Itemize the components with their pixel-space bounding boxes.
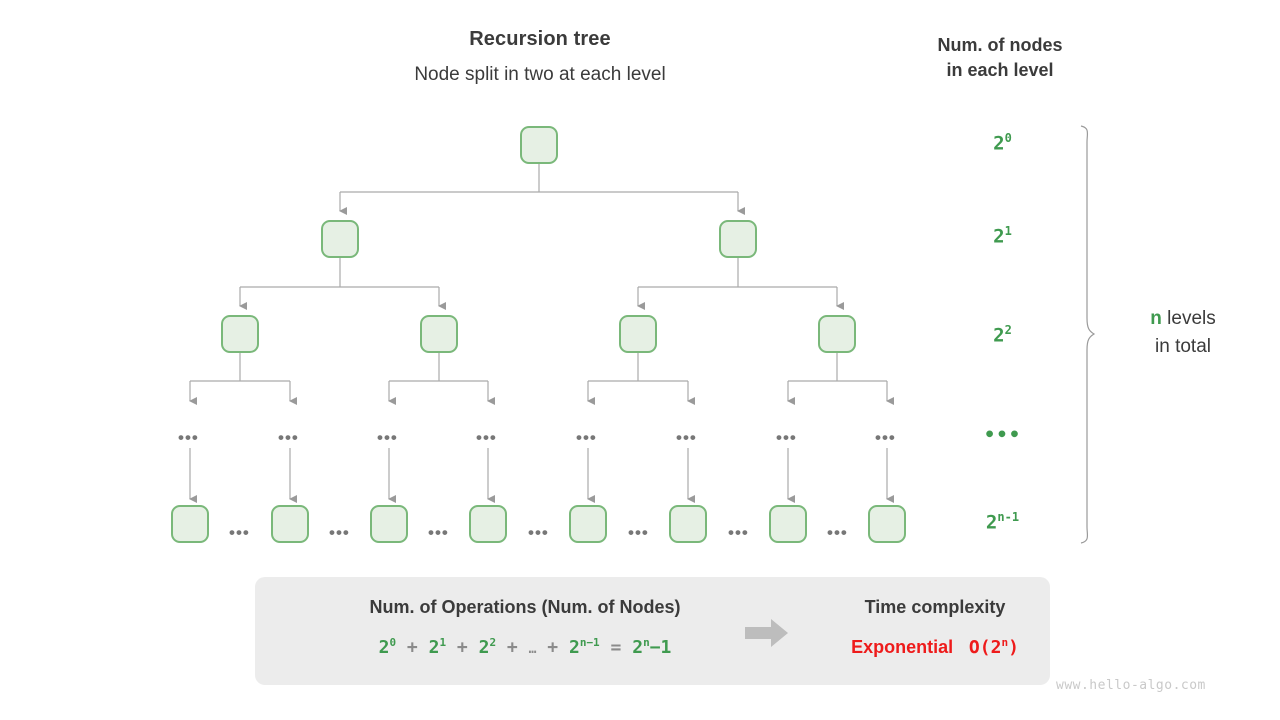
- summary-complexity-block: Time complexity Exponential O(2n): [835, 593, 1035, 660]
- formula-result: 2n−1: [632, 636, 672, 658]
- level-count-0-base: 2: [993, 132, 1005, 155]
- node-count-column-title: Num. of nodes in each level: [880, 33, 1120, 83]
- complexity-big-o: O(2n): [958, 636, 1019, 658]
- flow-arrow-icon: [745, 619, 788, 647]
- level-count-1: 21: [930, 224, 1075, 247]
- tree-node-leaf: [271, 505, 309, 543]
- tree-level3-ellipsis: •••: [377, 428, 398, 447]
- tree-level3-ellipsis: •••: [576, 428, 597, 447]
- formula-op-plus-2: +: [506, 637, 518, 658]
- total-levels-line2: in total: [1155, 336, 1211, 357]
- tree-level3-ellipsis: •••: [178, 428, 199, 447]
- node-count-column-title-line2: in each level: [946, 60, 1054, 80]
- tree-node-leaf: [171, 505, 209, 543]
- level-count-2-base: 2: [993, 324, 1005, 347]
- tree-node: [221, 315, 259, 353]
- tree-node-leaf: [370, 505, 408, 543]
- formula-term-2: 22: [478, 636, 497, 658]
- level-count-0: 20: [930, 131, 1075, 154]
- formula-term-1: 21: [428, 636, 447, 658]
- page-subtitle: Node split in two at each level: [414, 64, 666, 85]
- total-levels-line1: n levels: [1108, 305, 1258, 333]
- total-levels-word: levels: [1167, 308, 1216, 329]
- level-count-ellipsis: •••: [983, 424, 1022, 446]
- level-count-2: 22: [930, 323, 1075, 346]
- summary-formula: 20 + 21 + 22 + … + 2n−1 = 2n−1: [275, 631, 775, 662]
- tree-node: [420, 315, 458, 353]
- level-count-0-exponent: 0: [1004, 131, 1012, 145]
- tree-node-leaf: [669, 505, 707, 543]
- leaf-gap-ellipsis: •••: [728, 523, 749, 542]
- formula-ellipsis: …: [528, 642, 537, 657]
- leaf-gap-ellipsis: •••: [428, 523, 449, 542]
- tree-level3-ellipsis: •••: [776, 428, 797, 447]
- level-count-last-exponent: n-1: [997, 510, 1020, 524]
- levels-brace: [1080, 125, 1096, 544]
- tree-node-leaf: [868, 505, 906, 543]
- level-count-1-exponent: 1: [1004, 224, 1012, 238]
- level-count-last: 2n-1: [930, 510, 1075, 533]
- summary-operations-heading: Num. of Operations (Num. of Nodes): [369, 597, 681, 617]
- formula-op-plus-3: +: [547, 637, 559, 658]
- node-count-column-title-line1: Num. of nodes: [937, 35, 1063, 55]
- leaf-gap-ellipsis: •••: [329, 523, 350, 542]
- formula-term-0: 20: [378, 636, 397, 658]
- tree-level3-ellipsis: •••: [278, 428, 299, 447]
- tree-node: [520, 126, 558, 164]
- level-count-1-base: 2: [993, 225, 1005, 248]
- tree-node-leaf: [569, 505, 607, 543]
- tree-node-leaf: [769, 505, 807, 543]
- complexity-name: Exponential: [851, 637, 954, 657]
- summary-complexity-heading: Time complexity: [864, 597, 1006, 617]
- tree-node: [619, 315, 657, 353]
- level-count-2-exponent: 2: [1004, 323, 1012, 337]
- formula-op-equals: =: [610, 637, 622, 658]
- summary-operations-block: Num. of Operations (Num. of Nodes) 20 + …: [275, 593, 775, 662]
- tree-node-leaf: [469, 505, 507, 543]
- level-count-last-base: 2: [985, 511, 998, 534]
- tree-level3-ellipsis: •••: [676, 428, 697, 447]
- leaf-gap-ellipsis: •••: [628, 523, 649, 542]
- summary-complexity-value: Exponential O(2n): [835, 631, 1035, 660]
- formula-op-plus-1: +: [456, 637, 468, 658]
- formula-op-plus-0: +: [406, 637, 418, 658]
- leaf-gap-ellipsis: •••: [229, 523, 250, 542]
- formula-term-last: 2n−1: [568, 636, 600, 658]
- leaf-gap-ellipsis: •••: [528, 523, 549, 542]
- tree-node: [719, 220, 757, 258]
- tree-node: [321, 220, 359, 258]
- total-levels-accent: n: [1150, 308, 1162, 329]
- total-levels-label: n levels in total: [1108, 305, 1258, 361]
- tree-level3-ellipsis: •••: [875, 428, 896, 447]
- tree-level3-ellipsis: •••: [476, 428, 497, 447]
- watermark: www.hello-algo.com: [1056, 678, 1206, 693]
- leaf-gap-ellipsis: •••: [827, 523, 848, 542]
- summary-panel: Num. of Operations (Num. of Nodes) 20 + …: [255, 577, 1050, 685]
- page-title: Recursion tree: [469, 28, 611, 50]
- tree-node: [818, 315, 856, 353]
